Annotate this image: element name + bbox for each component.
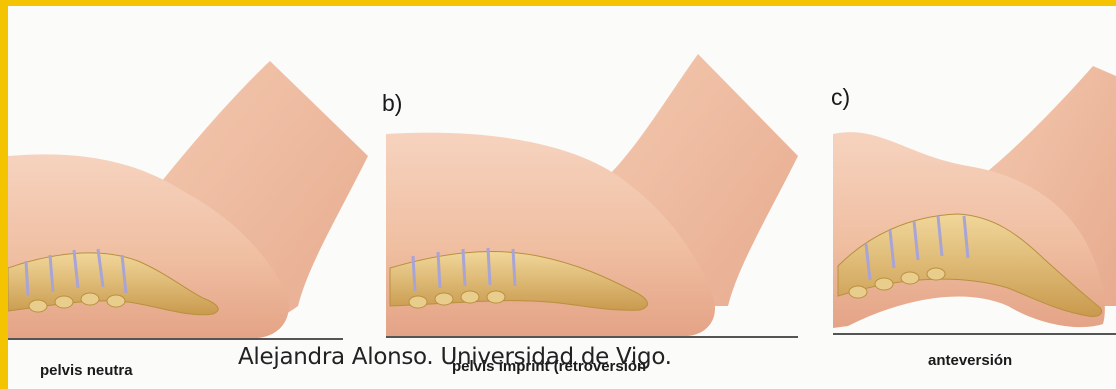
pelvis-illustration xyxy=(8,6,1116,389)
panel-b-drawing xyxy=(386,54,798,337)
panel-c-drawing xyxy=(833,66,1116,334)
panel-a-caption: pelvis neutra xyxy=(40,362,133,379)
author-credit: Alejandra Alonso. Universidad de Vigo. xyxy=(238,344,672,370)
panel-a-drawing xyxy=(8,61,368,339)
panel-b-letter: b) xyxy=(382,90,402,117)
panel-c-letter: c) xyxy=(831,84,850,111)
panel-c-caption: anteversión xyxy=(928,352,1012,369)
